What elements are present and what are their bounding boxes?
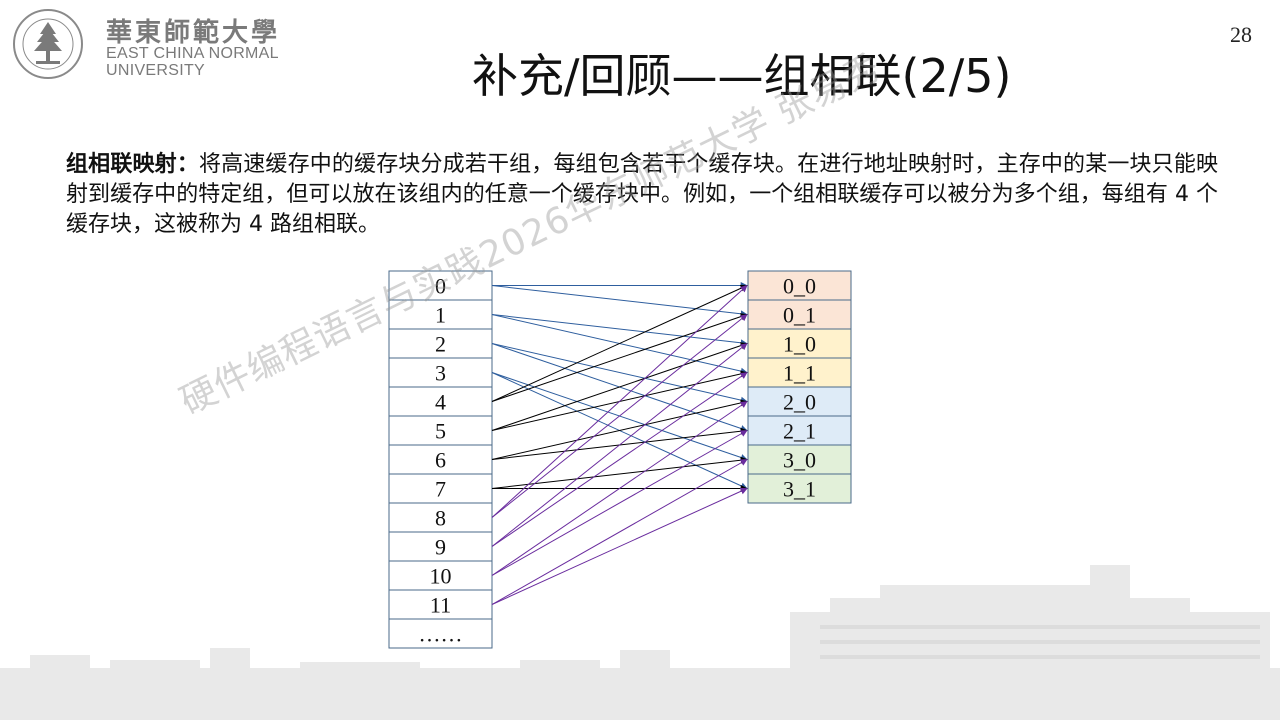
memory-block-label: 3 [435, 361, 446, 386]
memory-block-label: 4 [435, 390, 446, 415]
cache-line-label: 2_1 [783, 419, 816, 444]
cache-line-label: 3_0 [783, 448, 816, 473]
memory-block-label: …… [419, 622, 463, 647]
memory-block-label: 1 [435, 303, 446, 328]
cache-lines: 0_0 0_1 1_0 1_1 2_0 2_1 3_0 3_1 [748, 271, 851, 503]
mapping-arrows [492, 286, 747, 605]
main-memory-blocks: 01234567891011…… [389, 271, 492, 648]
cache-line-label: 3_1 [783, 477, 816, 502]
cache-line-label: 1_1 [783, 361, 816, 386]
cache-line-label: 1_0 [783, 332, 816, 357]
memory-block-label: 8 [435, 506, 446, 531]
mapping-arrow [492, 315, 747, 344]
mapping-arrow [492, 344, 747, 402]
mapping-arrow [492, 460, 747, 489]
memory-block-label: 9 [435, 535, 446, 560]
cache-line-label: 2_0 [783, 390, 816, 415]
mapping-arrow [492, 286, 747, 402]
memory-block-label: 11 [430, 593, 451, 618]
mapping-arrow [492, 489, 747, 605]
mapping-arrow [492, 431, 747, 576]
mapping-arrow [492, 402, 747, 460]
mapping-arrow [492, 373, 747, 547]
mapping-arrow [492, 286, 747, 518]
memory-block-label: 6 [435, 448, 446, 473]
mapping-arrow [492, 315, 747, 518]
memory-block-label: 7 [435, 477, 446, 502]
mapping-arrow [492, 315, 747, 402]
mapping-arrow [492, 460, 747, 605]
cache-line-label: 0_0 [783, 274, 816, 299]
mapping-arrow [492, 344, 747, 547]
cache-line-label: 0_1 [783, 303, 816, 328]
memory-block-label: 10 [430, 564, 452, 589]
memory-block-label: 2 [435, 332, 446, 357]
mapping-arrow [492, 286, 747, 315]
memory-block-label: 5 [435, 419, 446, 444]
